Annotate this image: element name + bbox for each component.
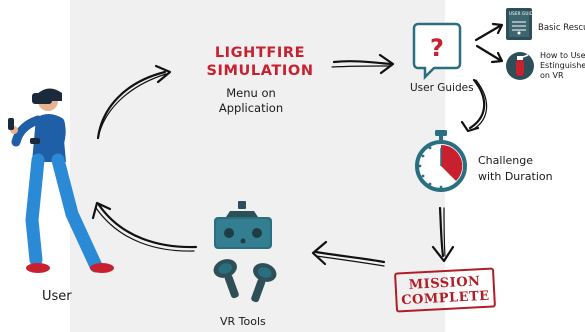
mission-complete-stamp: MISSION COMPLETE: [394, 267, 496, 313]
user-guides-label: User Guides: [410, 82, 474, 94]
guide-booklet-icon: [506, 8, 532, 40]
arrow-guides-to-guide2: [475, 44, 502, 62]
app-title-line1: LIGHTFIRE: [214, 45, 306, 61]
stopwatch-icon: [415, 130, 467, 192]
guide-booklet-text: USER GUIDE: [509, 11, 536, 16]
vr-controllers-icon: [213, 259, 277, 303]
arrow-menu-to-guides: [332, 60, 392, 66]
guide-extinguisher-label: How to Use Estinguishe on VR: [540, 51, 585, 81]
challenge-label-line1: Challenge: [478, 154, 533, 167]
app-title-line2: SIMULATION: [206, 63, 314, 79]
user-figure-illustration: [8, 88, 114, 273]
guide-extinguisher-line2: Estinguishe: [540, 61, 585, 70]
svg-text:?: ?: [430, 34, 444, 62]
fire-extinguisher-icon: [506, 52, 534, 80]
user-label: User: [42, 289, 72, 304]
menu-caption: Menu on Application: [195, 86, 307, 116]
arrow-mission-to-vr: [314, 250, 386, 264]
arrow-user-to-menu: [96, 70, 167, 140]
arrow-guides-to-challenge: [468, 78, 486, 130]
challenge-label: Challenge with Duration: [478, 153, 553, 185]
user-guides-icon: ?: [412, 22, 462, 81]
vr-tools-label: VR Tools: [220, 315, 266, 328]
vr-headset-icon: [214, 201, 272, 249]
guide-basic-rescue-label: Basic Rescu: [538, 23, 585, 33]
app-title: LIGHTFIRE SIMULATION: [190, 44, 330, 80]
arrow-challenge-to-mission: [438, 206, 445, 258]
arrow-vr-to-user: [97, 203, 198, 249]
menu-caption-line1: Menu on: [226, 86, 276, 100]
menu-caption-line2: Application: [218, 101, 284, 115]
guide-extinguisher-line1: How to Use: [540, 51, 585, 60]
guide-extinguisher-line3: on VR: [540, 71, 564, 80]
challenge-label-line2: with Duration: [478, 170, 553, 183]
arrow-guides-to-guide1: [474, 24, 502, 42]
